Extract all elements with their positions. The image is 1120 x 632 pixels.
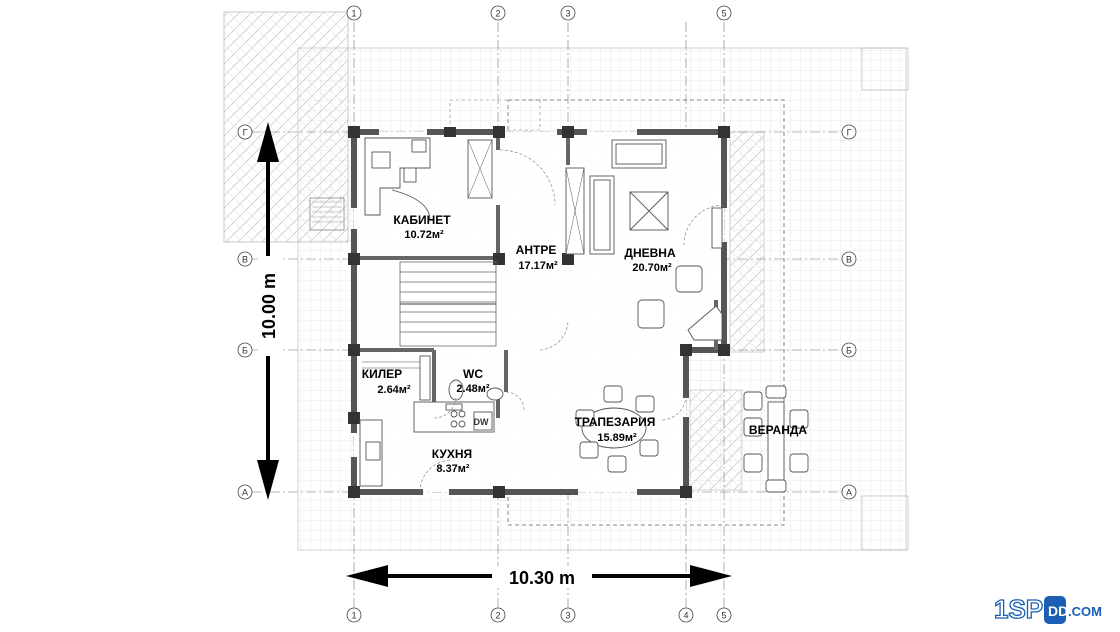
room-name-kiler: КИЛЕР xyxy=(362,367,402,381)
svg-text:А: А xyxy=(242,488,248,498)
svg-text:3: 3 xyxy=(565,611,570,621)
axis-marker-left-v: В xyxy=(237,251,253,267)
svg-text:Б: Б xyxy=(846,346,852,356)
room-name-kuhnya: КУХНЯ xyxy=(432,447,472,461)
svg-text:5: 5 xyxy=(721,611,726,621)
room-area-trapezariya: 15.89м² xyxy=(597,432,637,444)
svg-text:Г: Г xyxy=(847,128,852,138)
svg-text:В: В xyxy=(846,255,852,265)
room-area-wc: 2.48м² xyxy=(456,383,490,395)
width-label: 10.30 m xyxy=(509,568,575,588)
logo-dd: DD xyxy=(1048,603,1068,619)
room-name-wc: WC xyxy=(463,367,483,381)
axis-marker-right-a: А xyxy=(841,484,857,500)
axis-markers: 1 2 3 5 1 2 3 4 5 Г В Б А Г В Б А xyxy=(237,5,857,623)
room-area-kuhnya: 8.37м² xyxy=(436,463,470,475)
room-area-antre: 17.17м² xyxy=(518,260,558,272)
svg-text:1: 1 xyxy=(351,9,356,19)
room-area-kabinet: 10.72м² xyxy=(404,229,444,241)
svg-text:А: А xyxy=(846,488,852,498)
svg-text:2: 2 xyxy=(495,611,500,621)
axis-marker-bottom-4: 4 xyxy=(678,607,694,623)
svg-text:4: 4 xyxy=(683,611,688,621)
furniture xyxy=(359,137,809,493)
room-labels: КАБИНЕТ 10.72м² АНТРЕ 17.17м² ДНЕВНА 20.… xyxy=(362,213,808,475)
svg-text:Б: Б xyxy=(242,346,248,356)
axis-marker-bottom-2: 2 xyxy=(490,607,506,623)
axis-marker-left-a: А xyxy=(237,484,253,500)
room-area-dnevna: 20.70м² xyxy=(632,262,672,274)
height-dimension: 10.00 m xyxy=(257,122,280,500)
axis-marker-right-v: В xyxy=(841,251,857,267)
height-label: 10.00 m xyxy=(259,273,279,339)
staircase xyxy=(399,261,497,347)
svg-text:5: 5 xyxy=(721,9,726,19)
svg-text:2: 2 xyxy=(495,9,500,19)
axis-marker-left-g: Г xyxy=(237,124,253,140)
logo-prefix: 1SP xyxy=(994,594,1043,624)
axis-marker-right-g: Г xyxy=(841,124,857,140)
room-name-antre: АНТРЕ xyxy=(516,243,557,257)
room-area-kiler: 2.64м² xyxy=(377,384,411,396)
axis-marker-top-3: 3 xyxy=(560,5,576,21)
site-logo: 1SP DD .COM xyxy=(990,592,1114,628)
dishwasher-label: DW xyxy=(474,417,489,427)
axis-marker-right-b: Б xyxy=(841,342,857,358)
axis-marker-bottom-1: 1 xyxy=(346,607,362,623)
room-name-trapezariya: ТРАПЕЗАРИЯ xyxy=(575,415,656,429)
doors xyxy=(419,149,725,493)
axis-marker-bottom-3: 3 xyxy=(560,607,576,623)
logo-suffix: .COM xyxy=(1068,604,1102,619)
axis-marker-top-2: 2 xyxy=(490,5,506,21)
svg-text:3: 3 xyxy=(565,9,570,19)
svg-text:Г: Г xyxy=(243,128,248,138)
room-name-kabinet: КАБИНЕТ xyxy=(393,213,451,227)
axis-marker-top-1: 1 xyxy=(346,5,362,21)
room-name-dnevna: ДНЕВНА xyxy=(624,246,676,260)
svg-text:В: В xyxy=(242,255,248,265)
room-name-veranda: ВЕРАНДА xyxy=(749,423,808,437)
axis-marker-bottom-5: 5 xyxy=(716,607,732,623)
columns xyxy=(348,126,730,498)
width-dimension: 10.30 m xyxy=(346,565,732,588)
axis-marker-left-b: Б xyxy=(237,342,253,358)
axis-marker-top-5: 5 xyxy=(716,5,732,21)
svg-text:1: 1 xyxy=(351,611,356,621)
